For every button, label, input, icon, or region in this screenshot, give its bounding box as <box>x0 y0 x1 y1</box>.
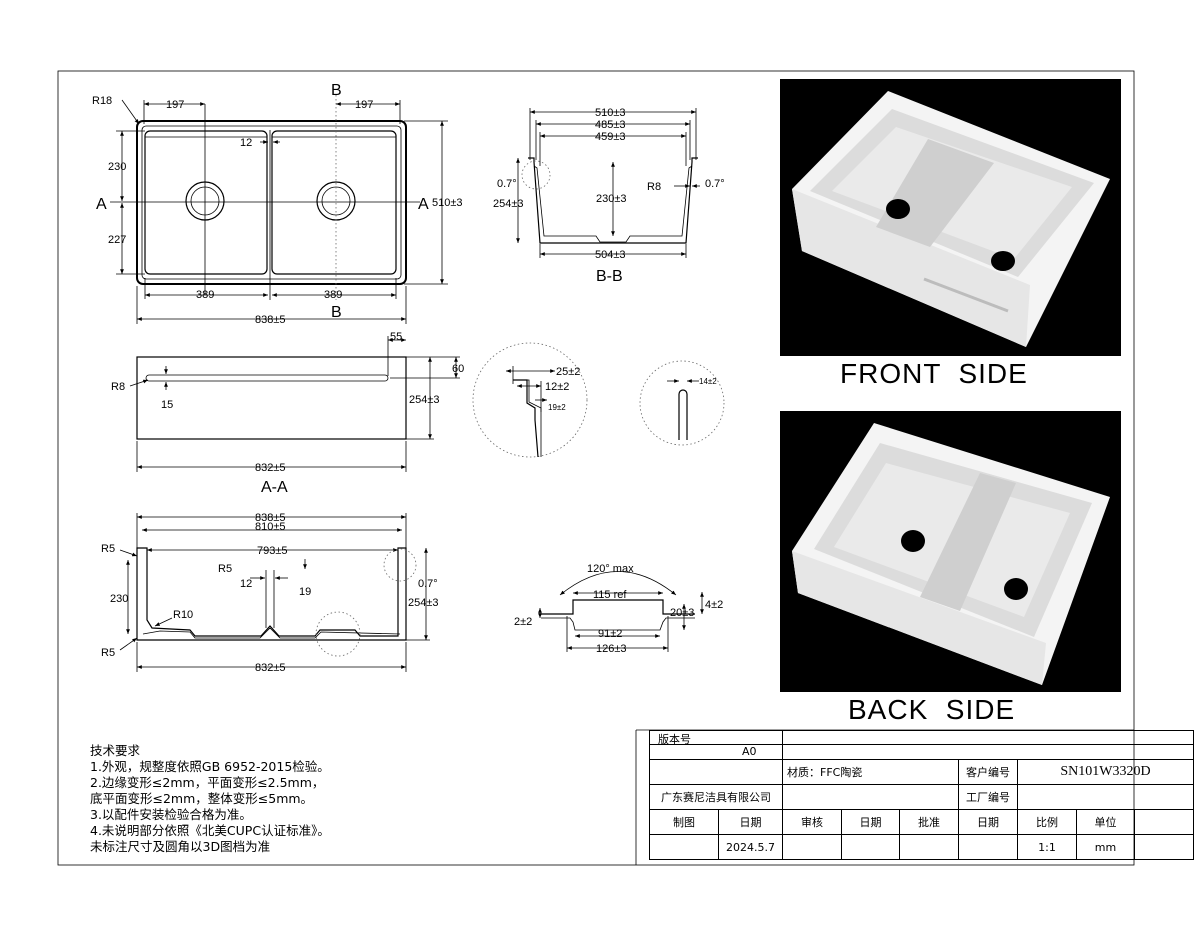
notes-line-3: 底平面变形≤2mm，整体变形≤5mm。 <box>90 791 314 806</box>
top-d389-right: 389 <box>324 289 342 301</box>
top-d230: 230 <box>108 161 126 173</box>
front-d838: 838±5 <box>255 512 286 524</box>
date-label-1: 日期 <box>718 809 783 835</box>
top-d197-left: 197 <box>166 99 184 111</box>
front-side-photo <box>780 79 1121 356</box>
approve-label: 批准 <box>899 809 959 835</box>
section-aa: 55 60 R8 15 254±3 832±5 A-A <box>111 331 464 496</box>
unit-label: 单位 <box>1076 809 1135 835</box>
notes-line-1: 1.外观，规整度依照GB 6952-2015检验。 <box>90 759 330 774</box>
front-d832: 832±5 <box>255 662 286 674</box>
rim-d12: 12±2 <box>545 381 569 393</box>
back-side-photo <box>780 411 1121 692</box>
top-d389-left: 389 <box>196 289 214 301</box>
technical-requirements: 技术要求 1.外观，规整度依照GB 6952-2015检验。 2.边缘变形≤2m… <box>90 743 330 855</box>
top-d838: 838±5 <box>255 314 286 326</box>
drain-d91: 91±2 <box>598 628 622 640</box>
material: 材质：FFC陶瓷 <box>782 759 959 785</box>
notes-line-4: 3.以配件安装检验合格为准。 <box>90 807 252 822</box>
front-d793: 793±5 <box>257 545 288 557</box>
section-a-left: A <box>96 196 107 213</box>
aa-title: A-A <box>261 479 288 496</box>
company-name: 广东赛尼洁具有限公司 <box>649 784 783 810</box>
drawn-label: 制图 <box>649 809 719 835</box>
drain-angle: 120° max <box>587 563 634 575</box>
drain-d20: 20±3 <box>670 607 694 619</box>
aa-d832: 832±5 <box>255 462 286 474</box>
unit-value: mm <box>1076 834 1135 860</box>
top-view: A A B B R18 197 197 12 230 227 389 389 8… <box>92 82 463 326</box>
section-a-right: A <box>418 196 429 213</box>
detail-slot: 14±2 <box>639 360 725 446</box>
notes-line-5: 4.未说明部分依照《北美CUPC认证标准》。 <box>90 823 330 838</box>
scale-label: 比例 <box>1017 809 1077 835</box>
version-label: 版本号 <box>650 731 782 746</box>
front-d230: 230 <box>110 593 128 605</box>
bb-d230: 230±3 <box>596 193 627 205</box>
front-d12: 12 <box>240 578 252 590</box>
front-r5-top: R5 <box>101 543 115 555</box>
date-label-2: 日期 <box>841 809 900 835</box>
scale-value: 1:1 <box>1017 834 1077 860</box>
bb-d504: 504±3 <box>595 249 626 261</box>
section-bb: 510±3 485±3 459±3 0.7° 0.7° R8 254±3 230… <box>493 107 725 285</box>
section-b-bottom: B <box>331 304 342 321</box>
drain-detail: 120° max 115 ref 4±2 20±3 2±2 91±2 126±3 <box>514 563 723 655</box>
front-side-label: FRONT SIDE <box>840 358 1028 389</box>
front-r5-mid: R5 <box>218 563 232 575</box>
aa-d15: 15 <box>161 399 173 411</box>
drain-d115: 115 ref <box>593 589 627 601</box>
title-block: 版本号 A0 材质：FFC陶瓷 客户编号 SN101W3320D 广东赛尼洁具有… <box>649 730 1194 860</box>
aa-d55: 55 <box>390 331 402 343</box>
version-value: A0 <box>742 745 757 758</box>
front-angle: 0.7° <box>418 578 438 590</box>
sheet-border <box>57 70 1135 866</box>
top-d197-right: 197 <box>355 99 373 111</box>
front-d254: 254±3 <box>408 597 439 609</box>
front-d19: 19 <box>299 586 311 598</box>
customer-code-value: SN101W3320D <box>1017 759 1194 785</box>
detail-rim: 25±2 12±2 19±2 <box>472 342 588 458</box>
bb-d510: 510±3 <box>595 107 626 119</box>
bb-d485: 485±3 <box>595 119 626 131</box>
notes-line-2: 2.边缘变形≤2mm，平面变形≤2.5mm， <box>90 775 325 790</box>
top-d510: 510±3 <box>432 197 463 209</box>
front-r5-bottom: R5 <box>101 647 115 659</box>
notes-title: 技术要求 <box>90 743 141 758</box>
front-r10: R10 <box>173 609 193 621</box>
top-r18: R18 <box>92 95 112 107</box>
aa-d254: 254±3 <box>409 394 440 406</box>
factory-code-label: 工厂编号 <box>958 784 1018 810</box>
aa-d60: 60 <box>452 363 464 375</box>
bb-angle-left: 0.7° <box>497 178 517 190</box>
aa-r8: R8 <box>111 381 125 393</box>
date-value: 2024.5.7 <box>718 834 783 860</box>
slot-d14: 14±2 <box>699 377 717 386</box>
bb-d459: 459±3 <box>595 131 626 143</box>
bb-r8: R8 <box>647 181 661 193</box>
bb-angle-right: 0.7° <box>705 178 725 190</box>
rim-d19: 19±2 <box>548 403 566 412</box>
rim-d25: 25±2 <box>556 366 580 378</box>
drain-d2: 2±2 <box>514 616 532 628</box>
top-d227: 227 <box>108 234 126 246</box>
drain-d4: 4±2 <box>705 599 723 611</box>
review-label: 审核 <box>782 809 842 835</box>
back-side-label: BACK SIDE <box>848 694 1016 725</box>
customer-code-label: 客户编号 <box>958 759 1018 785</box>
date-label-3: 日期 <box>958 809 1018 835</box>
bb-title: B-B <box>596 268 623 285</box>
drain-d126: 126±3 <box>596 643 627 655</box>
top-d12: 12 <box>240 137 252 149</box>
notes-line-6: 未标注尺寸及圆角以3D图档为准 <box>90 839 271 854</box>
front-d810: 810±5 <box>255 521 286 533</box>
section-b-top: B <box>331 82 342 99</box>
bb-d254: 254±3 <box>493 198 524 210</box>
front-section: 838±5 810±5 793±5 R5 R5 12 19 230 R10 0.… <box>101 512 439 674</box>
